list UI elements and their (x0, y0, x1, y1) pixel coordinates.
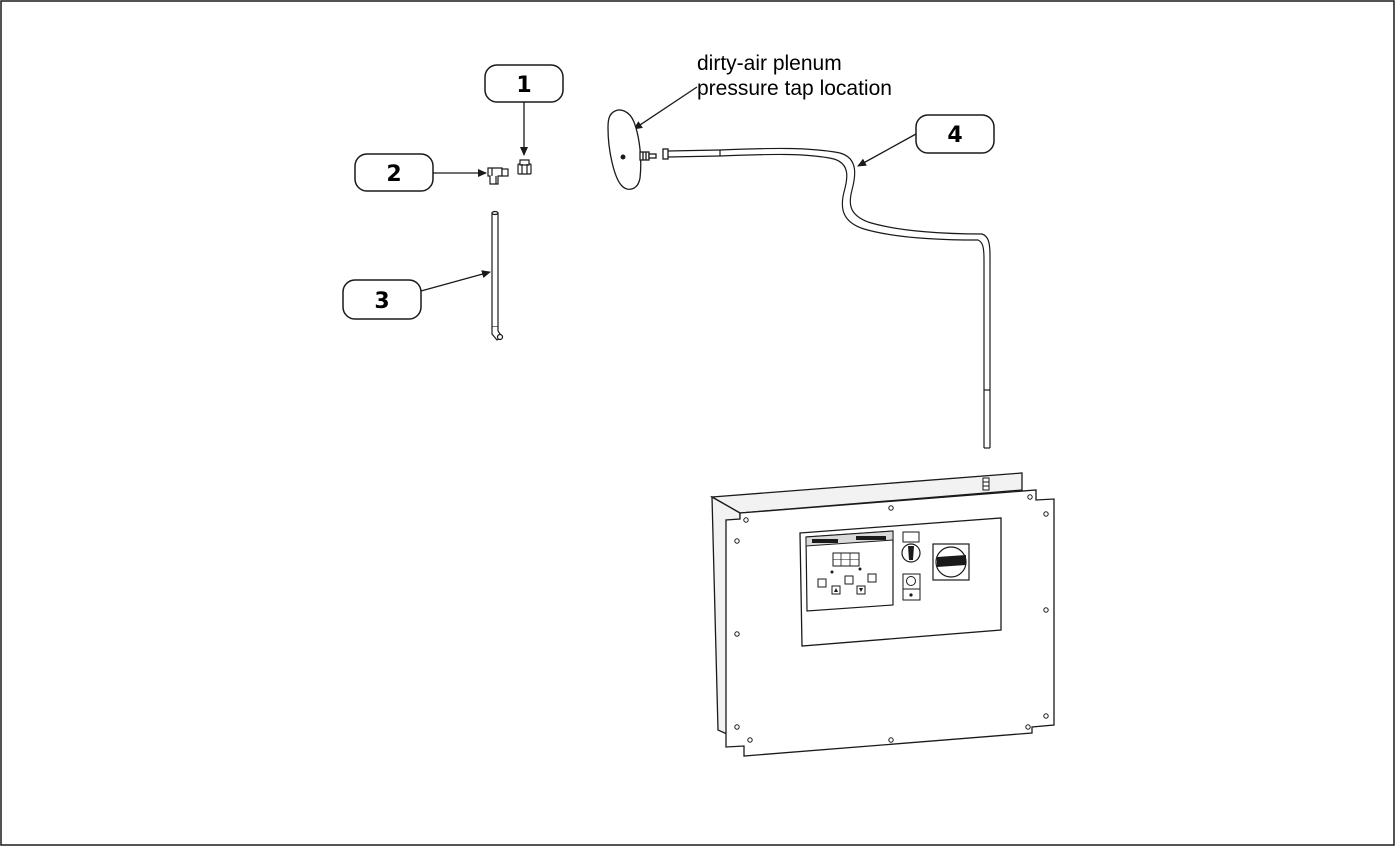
elbow-fitting-part-2-icon (487, 167, 509, 185)
callout-2-label: 2 (386, 162, 401, 187)
callout-3-label: 3 (374, 289, 389, 314)
selector-switch-icon (901, 531, 921, 563)
tubing-part-4-icon (667, 147, 991, 449)
pipe-part-3-icon (491, 210, 504, 341)
callout-2: 2 (354, 153, 487, 192)
control-panel (709, 472, 1055, 757)
controller-brand-mark (812, 536, 886, 543)
callout-3: 3 (342, 270, 491, 320)
plenum-tap-plate-icon (607, 109, 669, 190)
top-bolt-icon (982, 477, 990, 491)
push-button-icon (902, 573, 921, 601)
annotation-line-2: pressure tap location (697, 77, 892, 100)
callout-1-label: 1 (516, 73, 531, 98)
callout-4: 4 (857, 114, 995, 167)
annotation-line-1: dirty-air plenum (697, 52, 842, 75)
fitting-part-1-icon (517, 159, 532, 175)
callout-1: 1 (484, 64, 564, 156)
disconnect-knob-icon (932, 543, 970, 581)
pressure-tap-annotation: dirty-air plenum pressure tap location (633, 52, 892, 130)
callout-4-label: 4 (947, 123, 962, 148)
mounting-holes (734, 494, 1049, 743)
